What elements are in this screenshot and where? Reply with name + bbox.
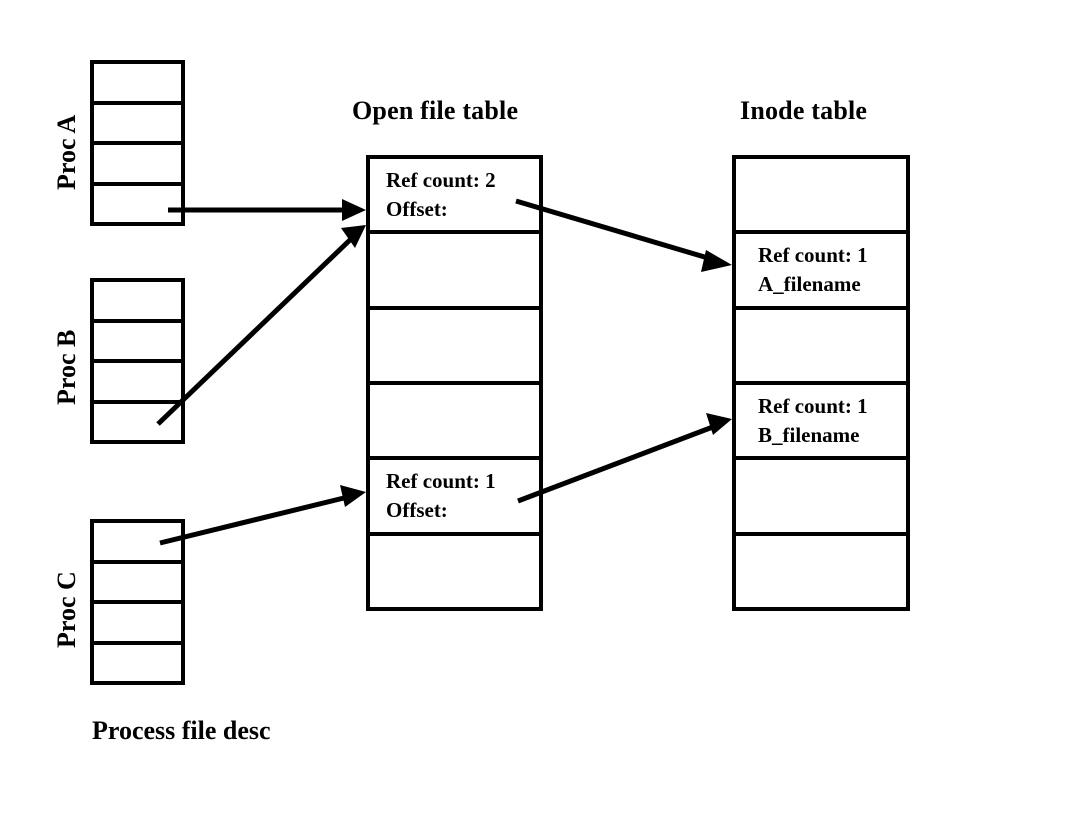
- open-file-table-cell-2: [370, 309, 539, 385]
- proc-a-label: Proc A: [52, 114, 81, 190]
- open-file-table: Ref count: 2 Offset: Ref count: 1 Offset…: [366, 155, 543, 611]
- proc-c-fd-cell-2: [94, 604, 181, 645]
- arrow-proc-c-to-open-file: [159, 485, 366, 546]
- proc-c-fd-cell-1: [94, 563, 181, 604]
- inode-table-cell-0: [736, 159, 906, 235]
- inode-table-cell-5: [736, 535, 906, 607]
- open-file-cell-4-line-1: Ref count: 1: [386, 469, 496, 493]
- inode-table-cell-1: Ref count: 1 A_filename: [736, 234, 906, 310]
- open-file-cell-0-line-1: Ref count: 2: [386, 167, 496, 192]
- proc-a-fd-cell-3: [94, 185, 181, 222]
- inode-cell-3-line-2: B_filename: [758, 422, 860, 447]
- proc-b-fd-cell-3: [94, 403, 181, 440]
- open-file-cell-0-line-2: Offset:: [386, 196, 448, 221]
- inode-table-cell-4: [736, 460, 906, 536]
- proc-b-fd-cell-1: [94, 322, 181, 363]
- proc-c-fd-table: [90, 519, 185, 685]
- open-file-cell-4-line-2: Offset:: [386, 497, 448, 522]
- process-file-desc-label: Process file desc: [92, 716, 271, 745]
- inode-table-cell-2: [736, 309, 906, 385]
- open-file-table-cell-5: [370, 535, 539, 607]
- arrow-open-file-4-to-inode-3: [517, 413, 732, 504]
- open-file-table-cell-1: [370, 234, 539, 310]
- open-file-table-cell-3: [370, 384, 539, 461]
- open-file-table-cell-0: Ref count: 2 Offset:: [370, 159, 539, 235]
- inode-table-title: Inode table: [740, 96, 868, 125]
- inode-cell-3-line-1: Ref count: 1: [758, 393, 868, 418]
- proc-b-fd-table: [90, 278, 185, 444]
- proc-a-fd-cell-0: [94, 64, 181, 105]
- proc-b-fd-cell-2: [94, 363, 181, 404]
- proc-c-fd-cell-0: [94, 523, 181, 564]
- proc-b-label: Proc B: [52, 329, 81, 405]
- proc-a-fd-cell-1: [94, 104, 181, 145]
- proc-a-fd-table: [90, 60, 185, 226]
- proc-a-fd-cell-2: [94, 145, 181, 186]
- proc-c-fd-cell-3: [94, 644, 181, 681]
- inode-table: Ref count: 1 A_filename Ref count: 1 B_f…: [732, 155, 910, 611]
- inode-cell-1-line-1: Ref count: 1: [758, 243, 868, 268]
- arrow-open-file-0-to-inode-1: [515, 198, 732, 272]
- inode-table-cell-3: Ref count: 1 B_filename: [736, 384, 906, 461]
- open-file-table-cell-4: Ref count: 1 Offset:: [370, 460, 539, 536]
- arrow-proc-a-to-open-file: [168, 199, 366, 221]
- open-file-table-title: Open file table: [352, 96, 519, 125]
- inode-cell-1-line-2: A_filename: [758, 271, 861, 296]
- proc-c-label: Proc C: [52, 571, 81, 648]
- arrow-proc-b-to-open-file: [156, 225, 366, 426]
- proc-b-fd-cell-0: [94, 282, 181, 323]
